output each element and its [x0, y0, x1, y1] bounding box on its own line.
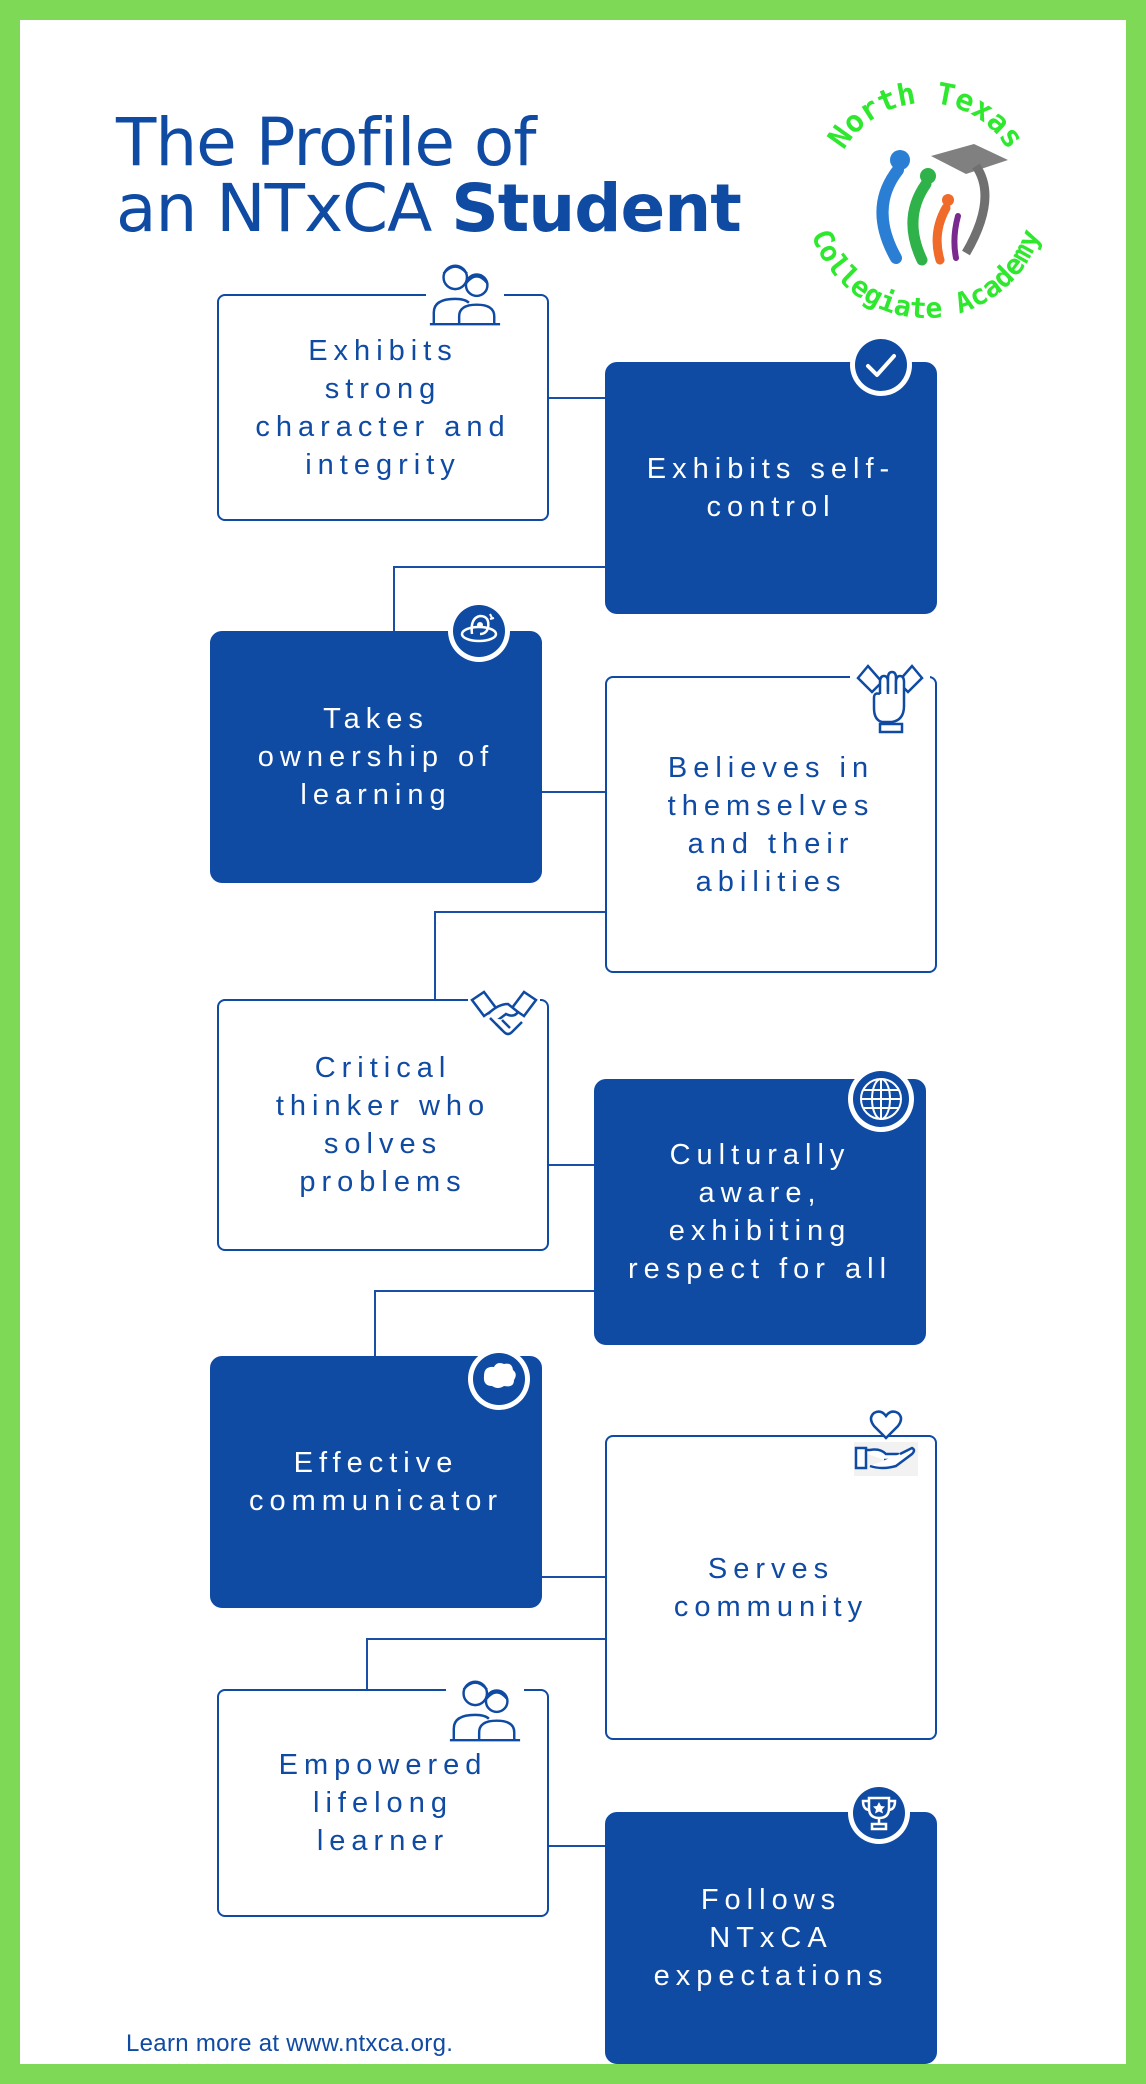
- connector: [434, 911, 606, 913]
- page-title: The Profile of an NTxCA Student: [116, 104, 742, 242]
- friends-icon: [446, 1670, 524, 1748]
- handshake-icon: [468, 986, 540, 1042]
- trait-card-serves-community: Serves community: [605, 1435, 937, 1740]
- trait-label: Serves community: [673, 1552, 869, 1623]
- friends-icon: [426, 254, 504, 332]
- title-line-2-bold: Student: [451, 170, 742, 247]
- footer-link-text: Learn more at www.ntxca.org.: [126, 2030, 454, 2057]
- title-line-2: an NTxCA Student: [116, 176, 742, 242]
- connector: [374, 1290, 596, 1292]
- trait-label: Critical thinker who solves problems: [275, 1052, 491, 1198]
- svg-text:Collegiate Academy: Collegiate Academy: [805, 225, 1047, 326]
- globe-icon: [846, 1064, 916, 1134]
- infographic-canvas: The Profile of an NTxCA Student North Te…: [20, 20, 1126, 2064]
- trait-label: Follows NTxCA expectations: [653, 1884, 889, 1992]
- svg-text:North Texas: North Texas: [821, 76, 1030, 155]
- trait-card-character: Exhibits strong character and integrity: [217, 294, 549, 521]
- trait-label: Empowered lifelong learner: [278, 1749, 488, 1857]
- trait-card-critical-thinker: Critical thinker who solves problems: [217, 999, 549, 1251]
- connector: [374, 1290, 376, 1376]
- heart-hand-icon: [854, 1404, 918, 1476]
- trait-label: Exhibits self-control: [646, 453, 896, 523]
- connector: [434, 911, 436, 1023]
- connector: [548, 1164, 596, 1166]
- hands-together-icon: [850, 658, 930, 738]
- connector: [548, 1845, 606, 1847]
- trait-label: Culturally aware, exhibiting respect for…: [627, 1139, 893, 1285]
- trait-card-self-belief: Believes in themselves and their abiliti…: [605, 676, 937, 973]
- connector: [366, 1638, 368, 1702]
- connector: [548, 397, 606, 399]
- trophy-icon: [846, 1780, 912, 1846]
- title-line-1: The Profile of: [116, 104, 537, 181]
- trait-card-self-control: Exhibits self-control: [605, 362, 937, 614]
- connector: [366, 1638, 606, 1640]
- title-line-2-prefix: an NTxCA: [116, 170, 452, 247]
- speech-bubble-icon: [466, 1346, 532, 1412]
- logo-text-bottom: Collegiate Academy: [805, 225, 1047, 326]
- trait-label: Believes in themselves and their abiliti…: [667, 751, 875, 898]
- trait-card-expectations: Follows NTxCA expectations: [605, 1812, 937, 2064]
- trait-label: Takes ownership of learning: [257, 703, 495, 811]
- trait-label: Effective communicator: [248, 1447, 504, 1517]
- connector: [541, 791, 606, 793]
- connector: [393, 566, 395, 652]
- logo-text-top: North Texas: [821, 76, 1030, 155]
- connector: [393, 566, 606, 568]
- ntxca-logo: North Texas Collegiate Academy: [776, 48, 1076, 348]
- checkmark-icon: [848, 332, 914, 398]
- brain-icon: [446, 598, 512, 664]
- connector: [541, 1576, 606, 1578]
- trait-label: Exhibits strong character and integrity: [255, 334, 511, 481]
- trait-card-ownership: Takes ownership of learning: [210, 631, 542, 883]
